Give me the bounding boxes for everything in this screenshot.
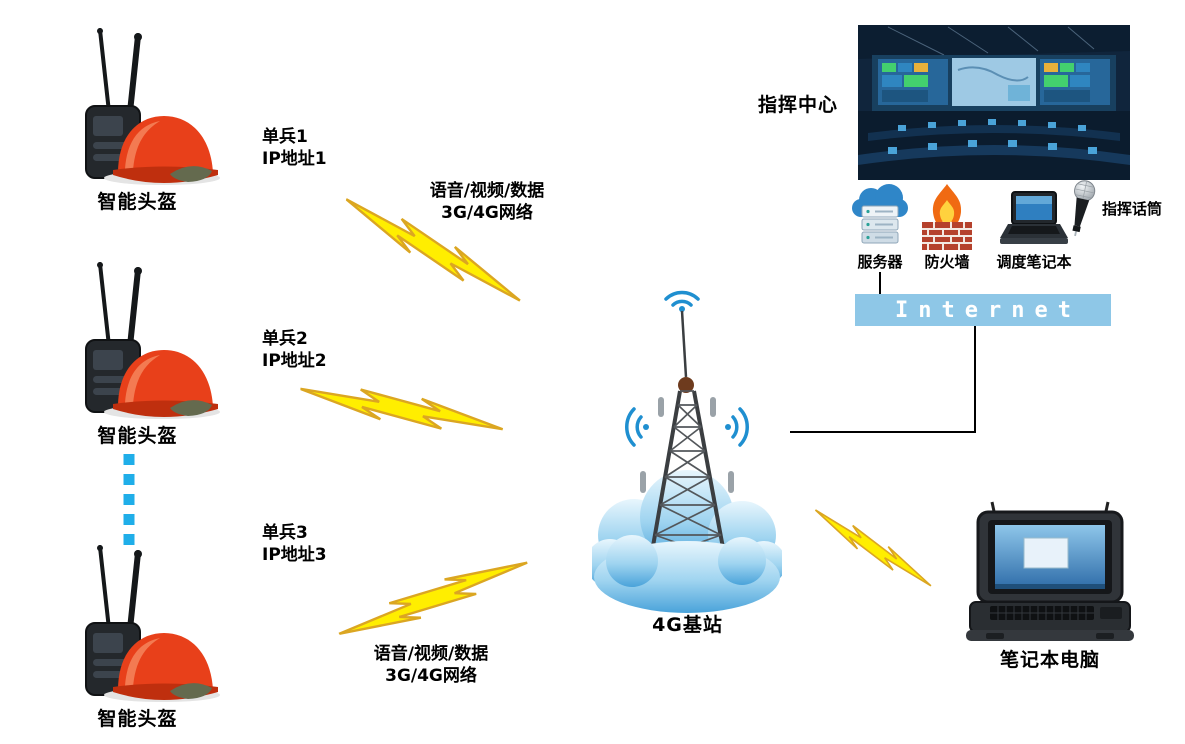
lightning-bolt-icon (299, 373, 504, 445)
smart-helmet-icon (50, 26, 225, 186)
soldier-3-unit: 单兵3 (262, 523, 308, 543)
soldier-1-ip: IP地址1 (262, 149, 327, 170)
helmet-3-label: 智能头盔 (97, 708, 178, 730)
antenna-panels (640, 397, 734, 493)
helmet-2-label: 智能头盔 (97, 425, 178, 447)
command-mic-label: 指挥话筒 (1102, 200, 1163, 218)
field-laptop-label: 笔记本电脑 (999, 649, 1100, 671)
dotted-link (123, 454, 135, 546)
firewall-label: 防火墙 (924, 253, 970, 271)
firewall-icon (922, 184, 972, 250)
link-caption-top: 语音/视频/数据 3G/4G网络 (392, 180, 582, 224)
link-caption-top-line2: 3G/4G网络 (441, 203, 533, 224)
link-caption-bottom-line2: 3G/4G网络 (385, 666, 477, 687)
wifi-icon (625, 407, 749, 447)
soldier-2-ip: IP地址2 (262, 351, 327, 372)
soldier-2-unit: 单兵2 (262, 329, 308, 349)
soldier-3-label: 单兵3 IP地址3 (262, 522, 327, 566)
dispatch-laptop-label: 调度笔记本 (996, 253, 1072, 271)
microphone-icon (1072, 180, 1096, 237)
rugged-laptop-icon (966, 501, 1134, 641)
dispatch-laptop-icon (1000, 191, 1068, 244)
lightning-bolt-icon (803, 509, 943, 587)
smart-helmet-icon (50, 260, 225, 420)
link-caption-bottom: 语音/视频/数据 3G/4G网络 (336, 643, 526, 687)
wifi-icon (664, 290, 700, 307)
command-center-label: 指挥中心 (758, 94, 839, 116)
soldier-2-label: 单兵2 IP地址2 (262, 328, 327, 372)
link-caption-top-line1: 语音/视频/数据 (429, 181, 545, 201)
command-center-photo (858, 25, 1130, 180)
internet-bar: Internet (855, 294, 1111, 326)
base-station-label: 4G基站 (652, 614, 723, 636)
server-label: 服务器 (857, 253, 903, 271)
soldier-3-ip: IP地址3 (262, 545, 327, 566)
internet-label: Internet (895, 297, 1081, 323)
server-icon (852, 184, 908, 244)
link-caption-bottom-line1: 语音/视频/数据 (373, 644, 489, 664)
soldier-1-unit: 单兵1 (262, 127, 308, 147)
base-station-icon (592, 290, 782, 613)
soldier-1-label: 单兵1 IP地址1 (262, 126, 327, 170)
smart-helmet-icon (50, 543, 225, 703)
helmet-1-label: 智能头盔 (97, 191, 178, 213)
